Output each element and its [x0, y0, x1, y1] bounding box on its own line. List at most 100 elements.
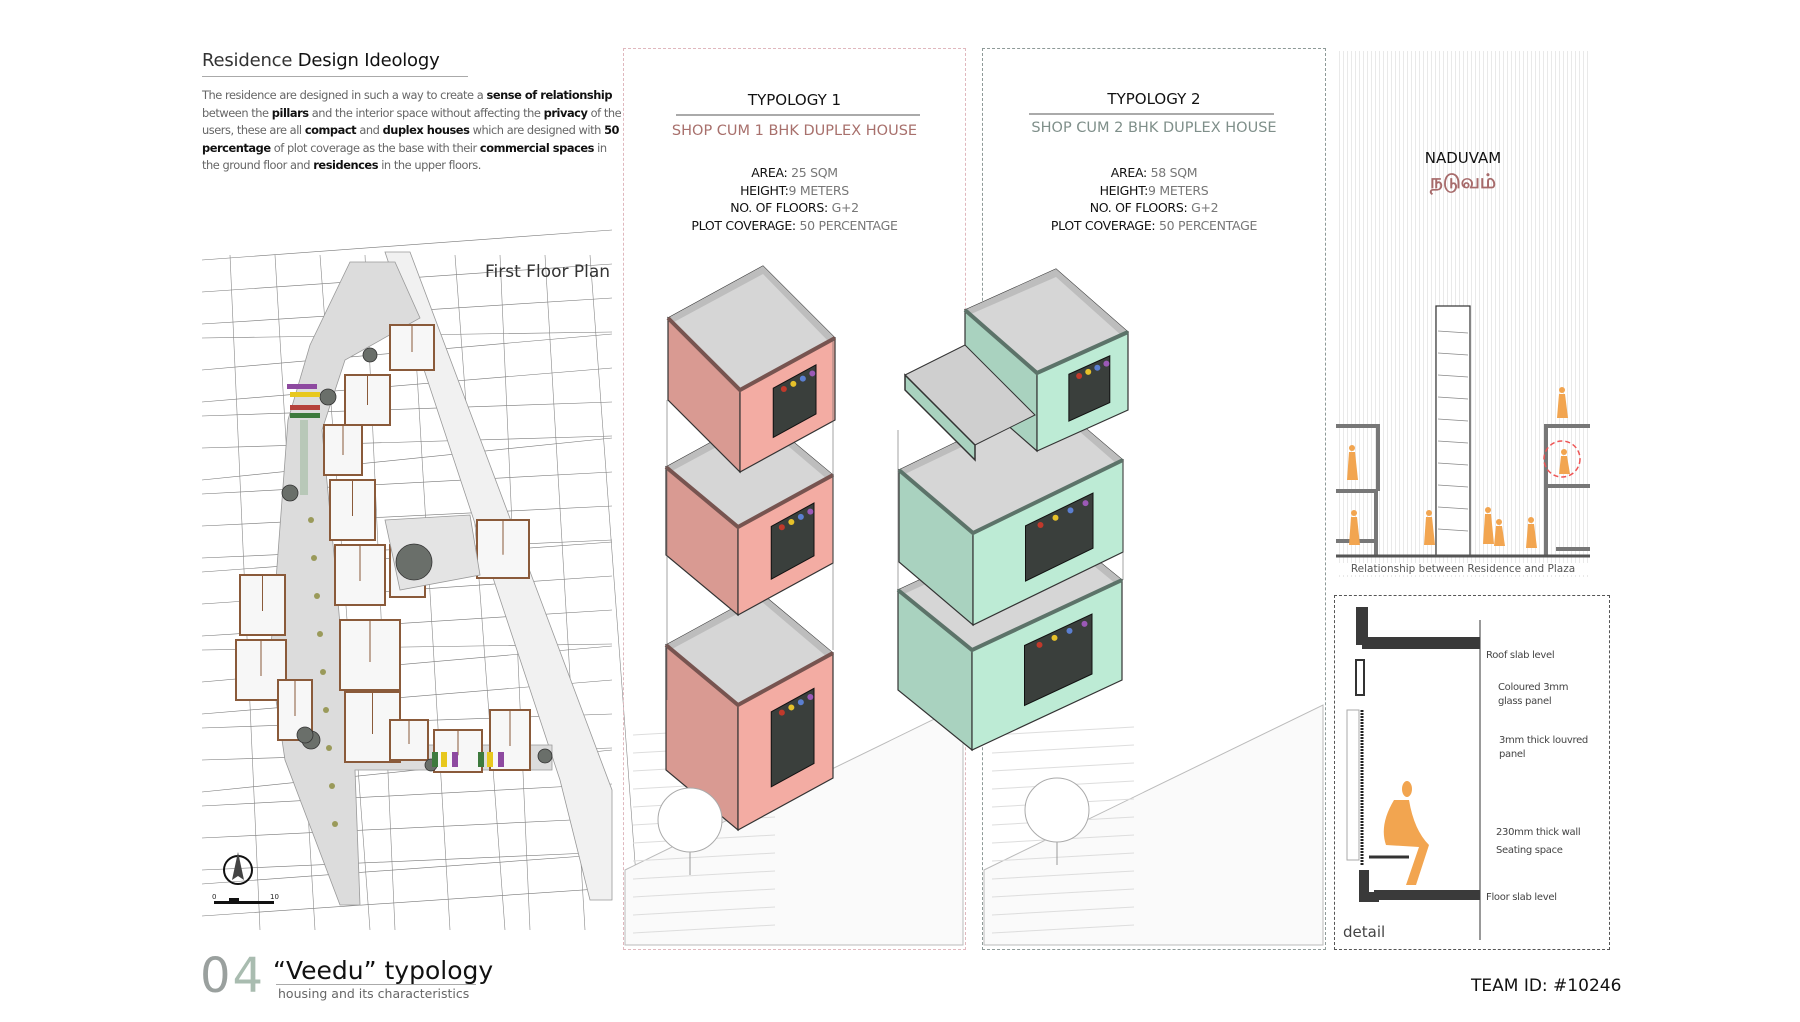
- tree-icon: [537, 748, 553, 764]
- pillar-course: [1437, 484, 1469, 488]
- typology-1-ground-floor-stained-glass: [778, 709, 785, 716]
- canopy: [290, 405, 320, 410]
- pillar-dot: [323, 707, 329, 713]
- pillar-dot: [329, 783, 335, 789]
- person-icon-head: [1402, 781, 1412, 797]
- pillar: [1435, 305, 1471, 557]
- ground-plane-2-hatch: [991, 852, 1135, 862]
- typology-2-second-floor-stained-glass: [1103, 360, 1110, 367]
- residence-section-right: [1544, 424, 1590, 556]
- section-heading: Residence Design Ideology: [202, 50, 440, 71]
- page-subtitle: housing and its characteristics: [278, 986, 470, 1001]
- floor-plan-label: First Floor Plan: [485, 262, 611, 282]
- pillar-course: [1437, 506, 1469, 510]
- typology-1-second-floor-window: [772, 363, 817, 439]
- ground-plane-2-hatch: [991, 762, 1135, 772]
- typology-1-first-floor-stained-glass: [807, 508, 814, 515]
- lot-line: [201, 437, 613, 481]
- typology-1-ground-floor-stained-glass: [797, 699, 804, 706]
- spec-area: AREA: 25 SQM: [751, 165, 838, 180]
- annotation-wall: 230mm thick wall: [1496, 827, 1581, 838]
- annotation-glass-panel: Coloured 3mm glass panel: [1498, 682, 1569, 707]
- lot-line: [201, 471, 613, 495]
- typology-2-balustrade: [904, 373, 976, 462]
- typology-2-first-floor-window: [1025, 492, 1094, 582]
- tree-icon: [281, 484, 299, 502]
- pillar-course: [1437, 352, 1469, 356]
- body-text: and the interior space without affecting…: [308, 105, 544, 120]
- wall-base: [1359, 870, 1379, 902]
- person-icon-head: [1349, 445, 1355, 451]
- typology-1-second-floor-stained-glass: [790, 380, 797, 387]
- lot-line: [201, 853, 613, 885]
- pillar-course: [1437, 330, 1469, 334]
- person-icon-head: [1351, 510, 1357, 516]
- person-icon-head: [1559, 387, 1565, 393]
- water-channel: [300, 420, 308, 495]
- canopy: [478, 752, 484, 767]
- typology-subtitle: SHOP CUM 1 BHK DUPLEX HOUSE: [671, 123, 918, 139]
- scale-bar: [214, 901, 274, 904]
- typology-2-ground-floor-window: [1024, 613, 1093, 707]
- canopy: [452, 752, 458, 767]
- canopy: [290, 413, 320, 418]
- pillar-dot: [314, 593, 320, 599]
- tree-icon: [296, 726, 314, 744]
- heading-bold: Design Ideology: [297, 50, 440, 71]
- emphasis-text: duplex houses: [382, 123, 470, 138]
- ground-plane-1-hatch: [632, 924, 776, 934]
- lot-line: [201, 783, 613, 807]
- person-icon: [1526, 524, 1537, 548]
- pillar-dot: [317, 631, 323, 637]
- typology-1-first-floor-stained-glass: [778, 524, 785, 531]
- lot-line: [201, 505, 613, 527]
- person-icon: [1483, 514, 1494, 544]
- pillar-dot: [326, 745, 332, 751]
- annotation-seating: Seating space: [1496, 845, 1563, 856]
- team-id: TEAM ID: #10246: [1471, 976, 1622, 996]
- ground-plane-1-hatch: [632, 906, 776, 916]
- typology-2-ground-floor-stained-glass: [1051, 634, 1058, 641]
- lot-line: [589, 254, 641, 931]
- section-number-digit-2: 4: [232, 948, 266, 1004]
- body-text: of plot coverage as the base with their: [270, 140, 480, 155]
- ground-plane-2-hatch: [991, 924, 1135, 934]
- pillar-course: [1437, 462, 1469, 466]
- typology-2-first-floor-stained-glass: [1037, 522, 1044, 529]
- typology-2-second-floor-wall-top: [963, 308, 1129, 376]
- canopy: [287, 384, 317, 389]
- typology-2-panel: TYPOLOGY 2 SHOP CUM 2 BHK DUPLEX HOUSE A…: [982, 48, 1326, 950]
- pillar-course: [1437, 418, 1469, 422]
- pillar-dot: [311, 555, 317, 561]
- spec-coverage: PLOT COVERAGE: 50 PERCENTAGE: [1050, 217, 1258, 233]
- naduvam-title: NADUVAM: [1424, 149, 1502, 167]
- typology-2-second-floor-stained-glass: [1094, 364, 1101, 371]
- person-icon-head: [1426, 510, 1432, 516]
- pillar-dot: [332, 821, 338, 827]
- ground-plane-1-hatch: [632, 852, 776, 862]
- body-text: in the upper floors.: [378, 158, 481, 173]
- person-icon-head: [1561, 449, 1567, 455]
- ground-plane-1: [624, 704, 964, 946]
- typology-2-second-floor-stained-glass: [1076, 372, 1083, 379]
- typology-1-second-floor-wall-top: [666, 316, 836, 393]
- person-icon: [1559, 456, 1570, 474]
- spec-coverage: PLOT COVERAGE: 50 PERCENTAGE: [691, 217, 898, 233]
- tree-icon: [395, 543, 433, 581]
- canopy: [441, 752, 447, 767]
- body-text: and: [356, 123, 383, 138]
- typology-1-ground-floor-wall-top: [664, 643, 834, 708]
- person-icon: [1557, 394, 1568, 418]
- typology-2-first-floor-stained-glass: [1082, 500, 1089, 507]
- lot-line: [201, 817, 613, 839]
- tree-icon: [1024, 777, 1090, 843]
- tree-icon: [362, 347, 378, 363]
- page-title: “Veedu” typology: [273, 956, 494, 985]
- typology-1-second-floor-stained-glass: [780, 386, 787, 393]
- scale-end: 10: [270, 893, 279, 901]
- person-icon-head: [1528, 517, 1534, 523]
- heading-light: Residence: [202, 50, 293, 71]
- section-number-digit-1: 0: [200, 948, 233, 1004]
- scale-start: 0: [212, 893, 217, 901]
